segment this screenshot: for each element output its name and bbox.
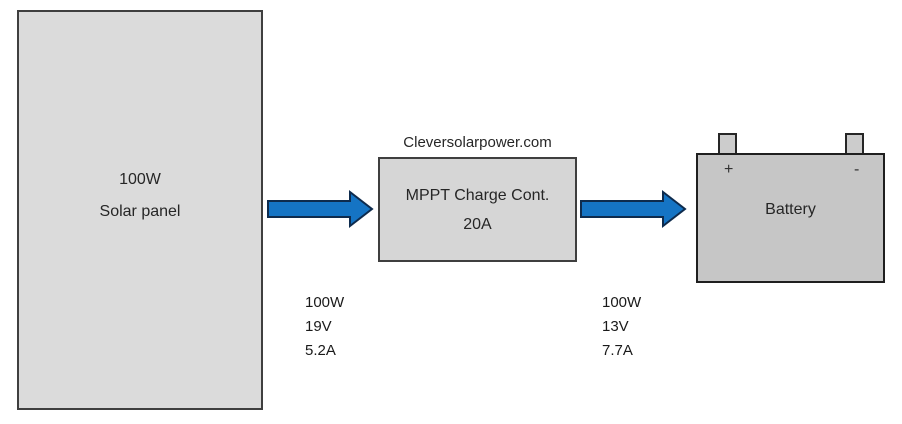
battery-positive-sign: + xyxy=(724,161,734,178)
controller-output-current: 7.7A xyxy=(602,342,633,359)
charge-controller-label: MPPT Charge Cont. xyxy=(405,186,550,204)
arrow-controller-to-battery-icon xyxy=(580,189,687,229)
charge-controller-rating: 20A xyxy=(463,215,492,233)
arrow-panel-to-controller-icon xyxy=(267,189,374,229)
solar-panel-label: Solar panel xyxy=(99,203,181,220)
charge-controller-text: MPPT Charge Cont. 20A xyxy=(406,181,550,239)
solar-panel-text: 100W Solar panel xyxy=(100,164,181,228)
battery-box: + - Battery xyxy=(696,153,885,283)
solar-panel-box: 100W Solar panel xyxy=(17,10,263,410)
controller-output-voltage: 13V xyxy=(602,318,629,335)
arrow-shape xyxy=(580,189,687,229)
panel-output-power: 100W xyxy=(305,294,345,311)
controller-output-values: 100W 13V 7.7A xyxy=(602,291,641,363)
panel-output-values: 100W 19V 5.2A xyxy=(305,291,344,363)
panel-output-voltage: 19V xyxy=(305,318,332,335)
arrow-shape xyxy=(267,189,374,229)
battery-label: Battery xyxy=(765,201,816,218)
controller-output-power: 100W xyxy=(602,294,642,311)
solar-panel-wattage: 100W xyxy=(119,171,161,188)
watermark-text: Cleversolarpower.com xyxy=(403,134,552,151)
charge-controller-box: MPPT Charge Cont. 20A xyxy=(378,157,577,262)
panel-output-current: 5.2A xyxy=(305,342,336,359)
battery-negative-sign: - xyxy=(854,161,860,178)
